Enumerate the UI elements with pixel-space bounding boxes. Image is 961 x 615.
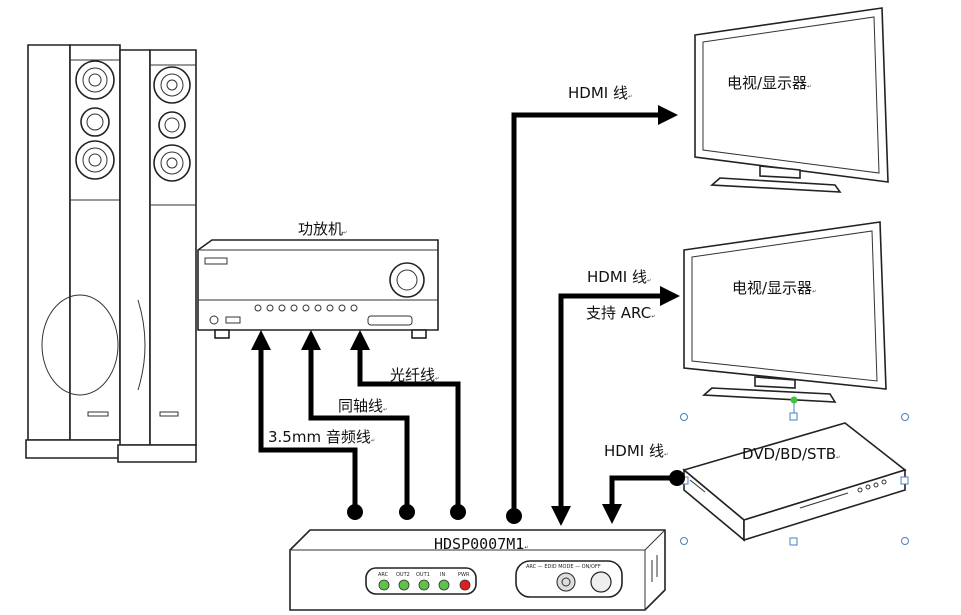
cable-audio-35 — [251, 330, 363, 520]
led-label-out2: OUT2 — [396, 572, 410, 578]
cable-hdmi-top — [506, 105, 678, 524]
cable-optical — [350, 330, 466, 520]
tv-bottom — [683, 221, 887, 403]
tv-top-label: 电视/显示器↵ — [727, 74, 811, 92]
status-leds — [378, 579, 471, 591]
cable-hdmi-player — [602, 470, 685, 524]
rotation-handle[interactable] — [790, 396, 798, 404]
cable-coaxial — [301, 330, 415, 520]
amplifier-label: 功放机↵ — [298, 220, 347, 238]
speaker-left — [25, 44, 123, 459]
media-player-label: DVD/BD/STB↵ — [742, 445, 840, 463]
label-audio-35: 3.5mm 音频线↵ — [268, 428, 375, 446]
switch-box: ARC OUT2 OUT1 IN PWR ARC — EDID MODE — O… — [289, 529, 666, 611]
label-hdmi-top: HDMI 线↵ — [568, 84, 632, 102]
amplifier-buttons — [254, 304, 358, 312]
label-hdmi-player: HDMI 线↵ — [604, 442, 668, 460]
switch-label: HDSP0007M1↵ — [434, 535, 529, 553]
speaker-right — [117, 49, 197, 463]
label-coaxial: 同轴线↵ — [338, 397, 387, 415]
tv-top — [694, 7, 889, 193]
cable-hdmi-arc — [551, 286, 680, 526]
led-label-arc: ARC — [378, 572, 389, 578]
label-hdmi-arc-1: HDMI 线↵ — [587, 268, 651, 286]
media-player — [682, 422, 907, 542]
led-label-out1: OUT1 — [416, 572, 430, 578]
power-button[interactable] — [590, 571, 612, 593]
label-optical: 光纤线↵ — [390, 366, 439, 384]
edid-mode-dial[interactable] — [556, 572, 576, 592]
label-hdmi-arc-2: 支持 ARC↵ — [586, 304, 655, 322]
tv-bottom-label: 电视/显示器↵ — [732, 279, 816, 297]
mode-label: ARC — EDID MODE — ON/OFF — [526, 564, 601, 570]
amplifier — [197, 239, 439, 339]
led-label-pwr: PWR — [458, 572, 470, 578]
led-label-in: IN — [440, 572, 445, 578]
